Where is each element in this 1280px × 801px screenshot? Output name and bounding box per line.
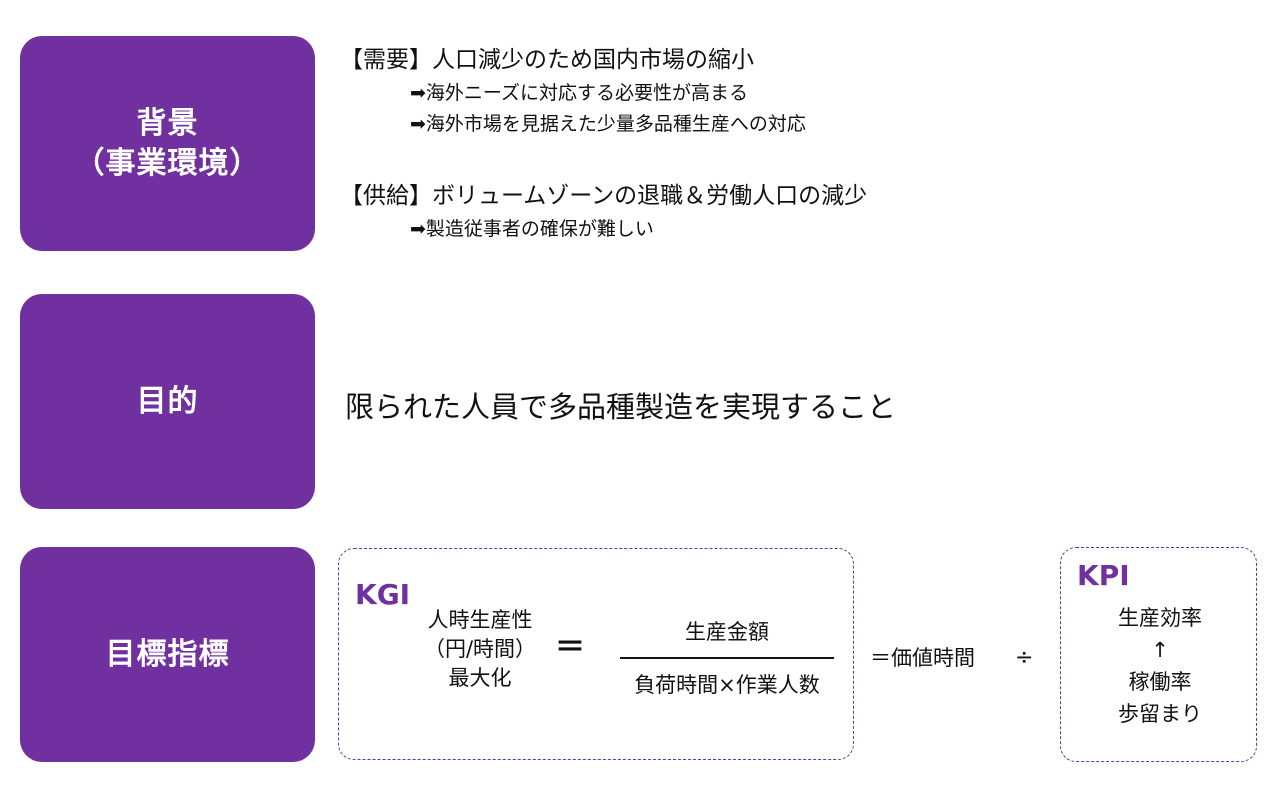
purpose-text: 限られた人員で多品種製造を実現すること [345, 390, 897, 424]
equals-sign: ＝ [555, 630, 585, 665]
kgi-metric-line2: （円/時間） [423, 637, 537, 661]
fraction-bar [620, 657, 834, 659]
divide-sign: ÷ [1015, 645, 1034, 670]
demand-point-1: ➡海外ニーズに対応する必要性が高まる [410, 82, 748, 104]
up-arrow-icon: ↑ [1151, 638, 1169, 662]
kpi-operating-rate: 稼働率 [1128, 670, 1192, 694]
fraction-numerator: 生産金額 [685, 620, 769, 644]
background-label-line1: 背景 [136, 105, 199, 141]
kgi-metric: 人時生産性 （円/時間） 最大化 [410, 606, 550, 693]
supply-heading: 【供給】ボリュームゾーンの退職＆労働人口の減少 [340, 183, 868, 209]
kpi-tag: KPI [1077, 559, 1130, 592]
kpi-frame [1060, 547, 1257, 762]
purpose-label-box: 目的 [20, 294, 315, 509]
kpi-production-efficiency: 生産効率 [1118, 606, 1202, 630]
purpose-label: 目的 [136, 383, 199, 419]
value-time-text: ＝価値時間 [870, 646, 975, 670]
kpi-yield: 歩留まり [1118, 702, 1202, 726]
kpi-list: 生産効率 ↑ 稼働率 歩留まり [1090, 602, 1230, 730]
background-content: 【需要】人口減少のため国内市場の縮小 ➡海外ニーズに対応する必要性が高まる ➡海… [340, 42, 1040, 245]
fraction-denominator: 負荷時間×作業人数 [634, 673, 820, 697]
target-label: 目標指標 [105, 636, 230, 672]
demand-heading: 【需要】人口減少のため国内市場の縮小 [340, 47, 754, 73]
kgi-metric-line3: 最大化 [448, 666, 512, 690]
kgi-metric-line1: 人時生産性 [427, 608, 533, 632]
demand-point-2: ➡海外市場を見据えた少量多品種生産への対応 [410, 113, 806, 135]
kgi-tag: KGI [355, 578, 411, 611]
kgi-frame [338, 548, 854, 760]
background-label-box: 背景 （事業環境） [20, 36, 315, 251]
section-spacer [340, 140, 1040, 178]
background-label-line2: （事業環境） [74, 145, 261, 181]
supply-point-1: ➡製造従事者の確保が難しい [410, 218, 654, 240]
target-label-box: 目標指標 [20, 547, 315, 762]
